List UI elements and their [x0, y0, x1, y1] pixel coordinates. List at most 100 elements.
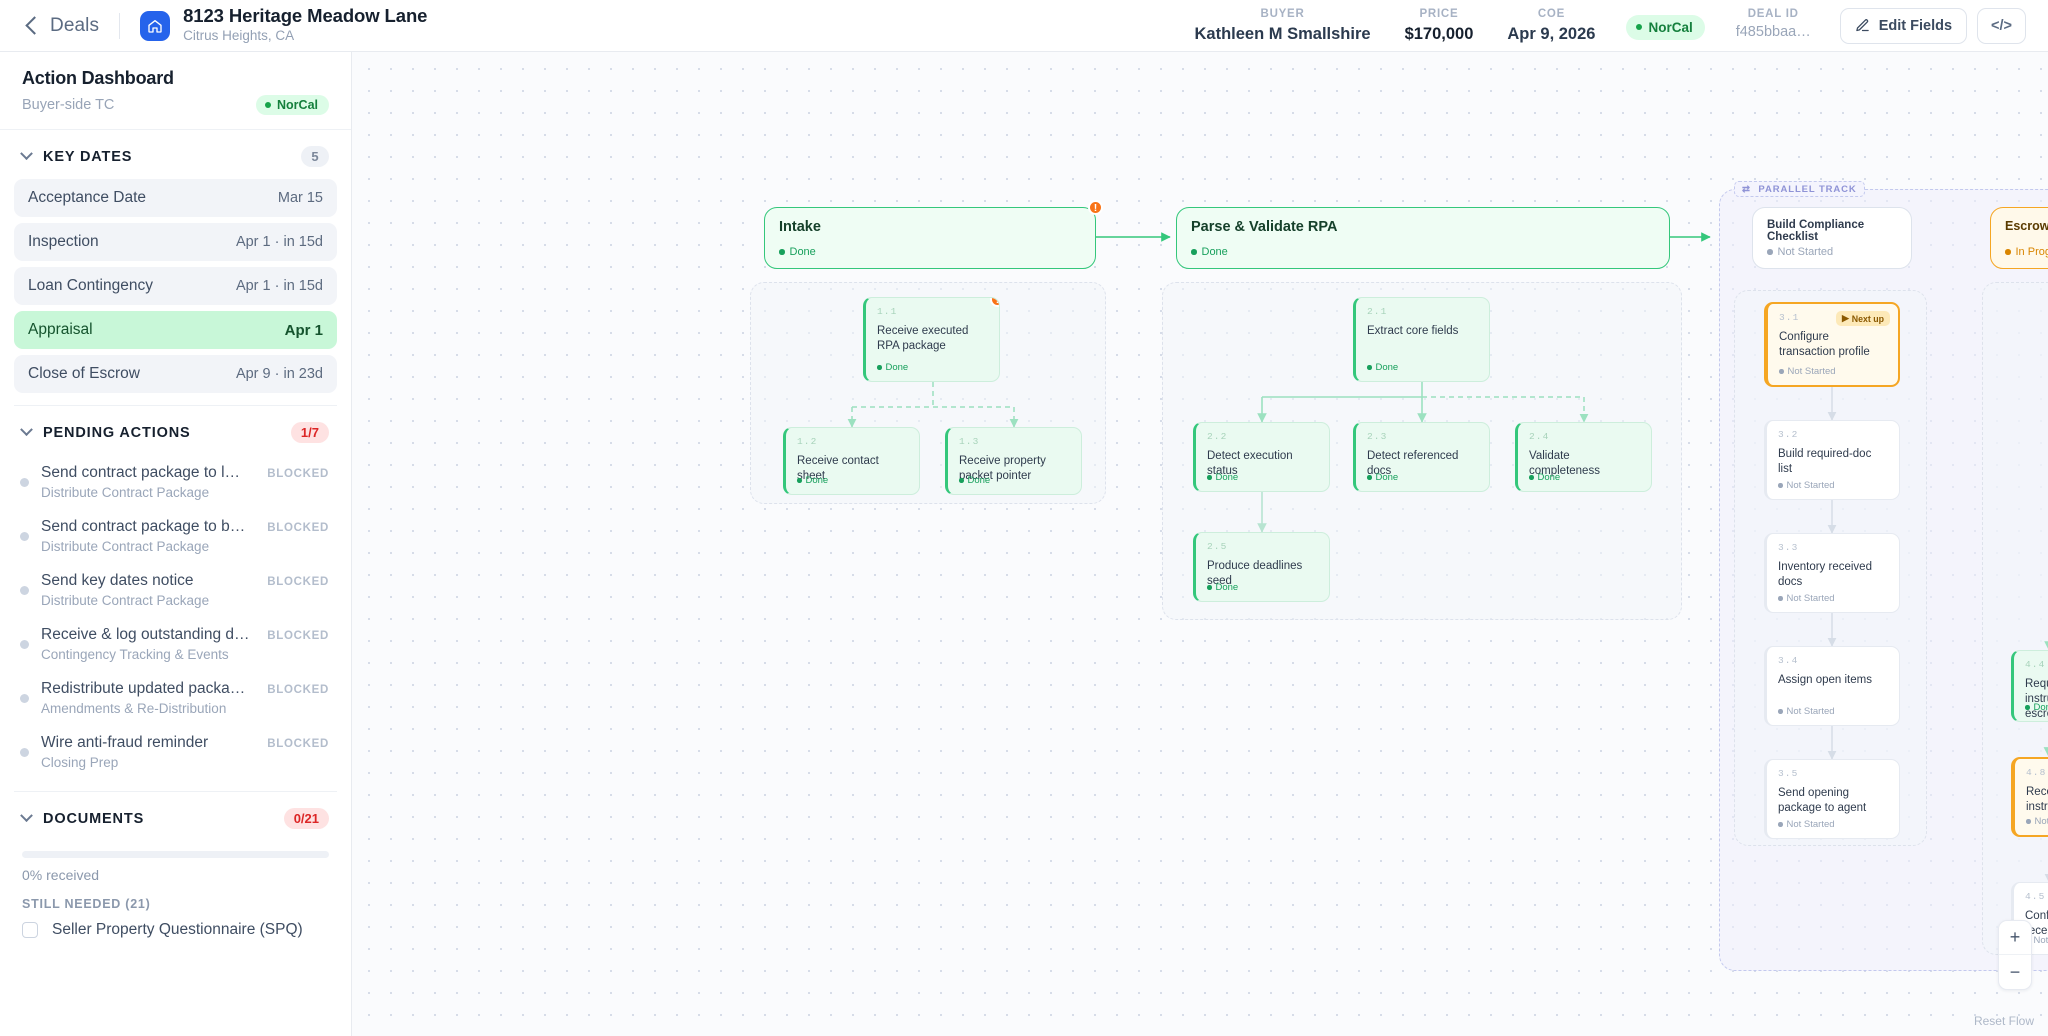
key-date-name: Loan Contingency	[28, 277, 153, 294]
warning-badge-icon[interactable]: !	[1088, 200, 1103, 215]
phase-node-build-compliance-checklist[interactable]: Build Compliance Checklist Not Started	[1752, 207, 1912, 269]
zoom-controls: + −	[1998, 920, 2032, 990]
view-code-button[interactable]: </>	[1977, 7, 2026, 44]
group-container-escrow	[1982, 282, 2048, 955]
pending-action-subtitle: Distribute Contract Package	[41, 539, 210, 554]
task-title: Assign open items	[1778, 674, 1872, 686]
chevron-down-icon	[20, 147, 33, 161]
pending-action-subtitle: Contingency Tracking & Events	[41, 647, 229, 662]
task-node-3-1[interactable]: 3.1 ▶Next up Configure transaction profile…	[1764, 302, 1900, 387]
meta-buyer-label: BUYER	[1260, 7, 1305, 20]
phase-node-escrow-title-emd[interactable]: Escrow / Title & EMD In Progress	[1990, 207, 2048, 269]
section-pending-actions: PENDING ACTIONS 1/7 Send contract packag…	[0, 406, 351, 792]
task-index: 3.3	[1778, 542, 1799, 553]
task-title: Send opening package to agent	[1778, 787, 1867, 815]
reset-flow-button[interactable]: Reset Flow	[1973, 1014, 2034, 1028]
phase-name: Escrow / Title & EMD	[2005, 219, 2048, 233]
pending-actions-count: 1/7	[290, 422, 329, 443]
task-title: Validate completeness	[1529, 450, 1600, 478]
task-index: 2.2	[1207, 431, 1228, 442]
task-index: 2.5	[1207, 541, 1228, 552]
task-status: Not Started	[1778, 819, 1835, 830]
key-date-value: Mar 15	[277, 190, 323, 206]
pending-action-subtitle: Distribute Contract Package	[41, 485, 210, 500]
flow-canvas[interactable]: ⇄ PARALLEL TRACK	[352, 52, 2048, 1036]
status-dot-icon	[20, 748, 29, 757]
status-dot-icon	[20, 694, 29, 703]
parallel-track-label: ⇄ PARALLEL TRACK	[1734, 181, 1865, 197]
sidebar-title: Action Dashboard	[22, 68, 174, 88]
pending-action-title: Wire anti-fraud reminder	[41, 734, 209, 751]
home-icon	[140, 10, 171, 41]
code-icon: </>	[1991, 17, 2012, 34]
phase-status: Not Started	[1767, 246, 1833, 258]
task-index: 1.2	[797, 436, 818, 447]
phase-node-parse-validate-rpa[interactable]: Parse & Validate RPA Done	[1176, 207, 1670, 269]
next-up-badge: ▶Next up	[1835, 311, 1890, 326]
status-dot-icon	[265, 102, 272, 108]
checkbox-icon[interactable]	[22, 922, 38, 938]
region-label: NorCal	[1648, 19, 1693, 35]
task-node-4-4[interactable]: 4.4Request EMD wire instructions from es…	[2011, 650, 2048, 722]
still-needed-label: STILL NEEDED (21)	[22, 897, 151, 911]
phase-status: Done	[1191, 246, 1228, 258]
pending-actions-header[interactable]: PENDING ACTIONS 1/7	[14, 406, 337, 455]
warning-badge-icon[interactable]: !	[990, 298, 999, 307]
meta-price-value: $170,000	[1404, 24, 1474, 43]
documents-header[interactable]: DOCUMENTS 0/21	[14, 792, 337, 841]
back-to-deals-button[interactable]: Deals	[24, 15, 99, 37]
status-dot-icon	[1767, 249, 1773, 255]
edit-fields-button[interactable]: Edit Fields	[1839, 7, 1968, 44]
phase-name: Parse & Validate RPA	[1191, 219, 1338, 235]
task-index: 3.1	[1779, 312, 1800, 323]
section-documents: DOCUMENTS 0/21 0% received STILL NEEDED …	[0, 792, 351, 939]
task-status: Not Started	[1779, 366, 1836, 377]
task-status: Not Started	[1778, 480, 1835, 491]
task-title: Receive executed RPA package	[877, 325, 969, 353]
task-index: 2.4	[1529, 431, 1550, 442]
pending-action-title: Send key dates notice	[41, 572, 194, 589]
task-title: Extract core fields	[1367, 325, 1459, 337]
task-status: Done	[1529, 472, 1560, 483]
document-list-item[interactable]: Seller Property Questionnaire (SPQ)	[14, 911, 337, 939]
task-node-4-8[interactable]: 4.8▶Next upReceive EMD wire instructions…	[2011, 757, 2048, 837]
edit-fields-label: Edit Fields	[1878, 17, 1953, 34]
meta-coe-value: Apr 9, 2026	[1507, 24, 1596, 43]
phase-node-intake[interactable]: Intake Done !	[764, 200, 1103, 269]
phase-name: Build Compliance Checklist	[1767, 219, 1865, 243]
key-dates-header[interactable]: KEY DATES 5	[14, 130, 337, 179]
task-title: Configure transaction profile	[1779, 331, 1870, 359]
task-index: 4.4	[2025, 659, 2046, 670]
phase-name: Intake	[779, 219, 821, 235]
sidebar: Action Dashboard Buyer-side TC NorCal KE…	[0, 52, 352, 1036]
zoom-in-button[interactable]: +	[1999, 921, 2031, 955]
status-badge: BLOCKED	[267, 522, 329, 534]
zoom-out-button[interactable]: −	[2009, 961, 2021, 982]
task-title: Receive property packet pointer	[959, 455, 1046, 483]
